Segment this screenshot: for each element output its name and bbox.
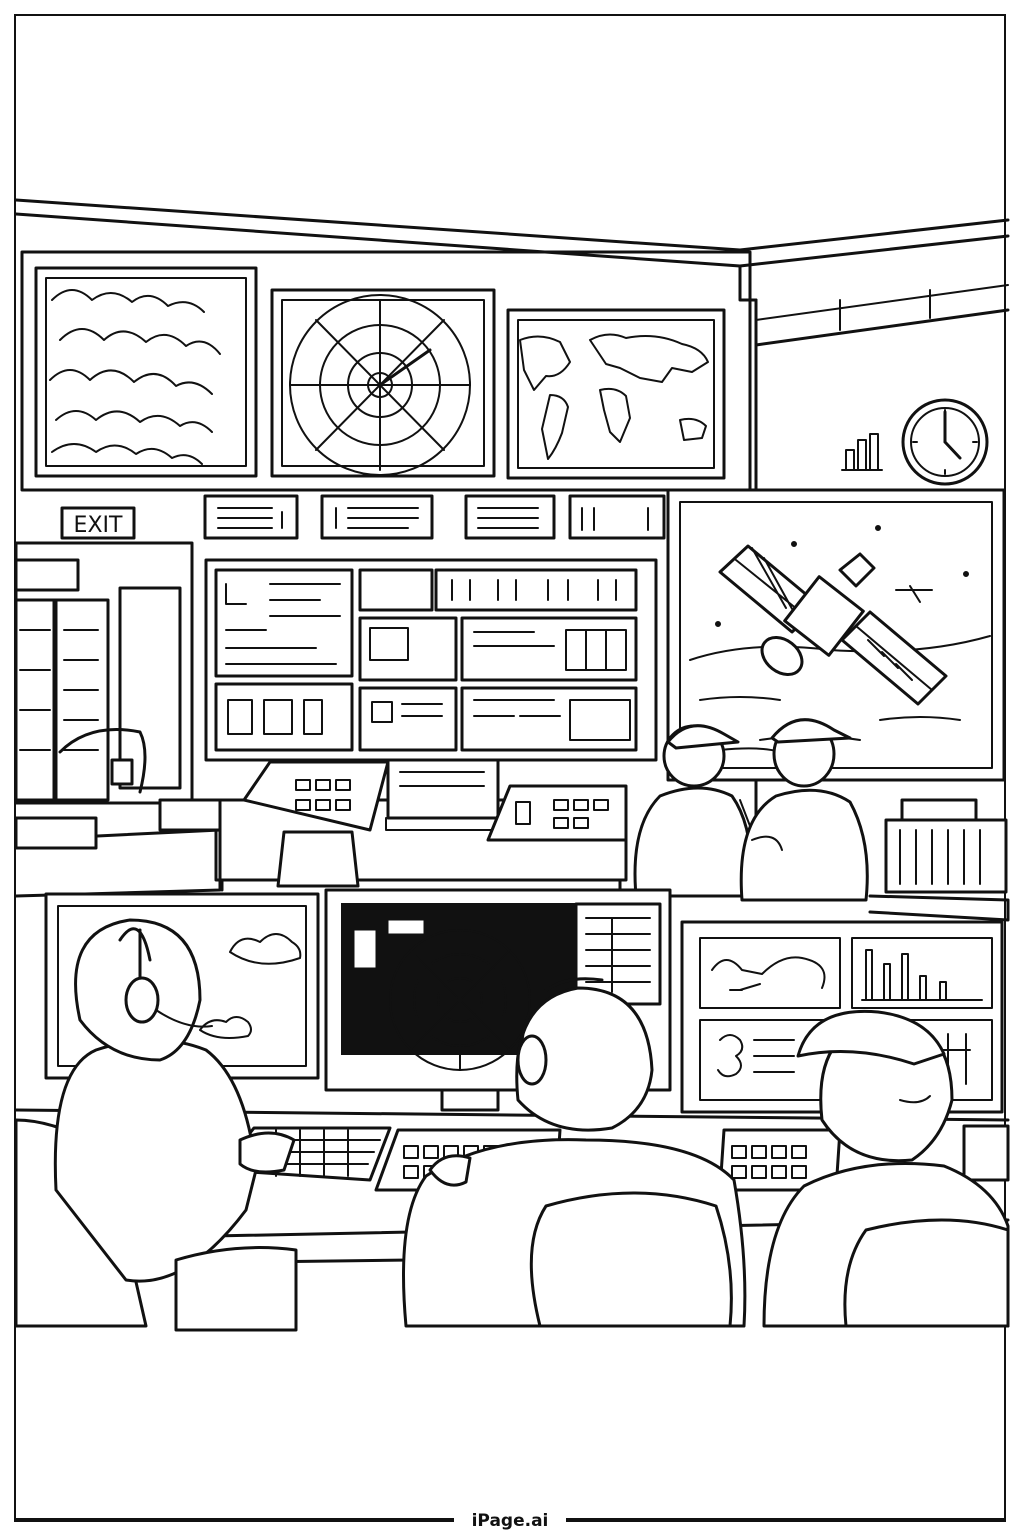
seated-operator-left: [14, 918, 298, 1332]
satellite-display: [666, 488, 1006, 782]
seated-operator-right: [762, 1009, 1010, 1328]
exit-sign-label: EXIT: [74, 513, 123, 538]
exit-door: EXIT: [14, 506, 194, 805]
watermark-bar: iPage.ai: [14, 1508, 1006, 1534]
watermark-label: iPage.ai: [454, 1508, 566, 1534]
seated-operator-center: [402, 977, 747, 1328]
top-monitor-wall: [20, 250, 752, 492]
radar-monitor-top: [270, 288, 496, 478]
satellite-body: [783, 575, 865, 657]
chair-right: [843, 1218, 1010, 1328]
exit-sign: [60, 506, 136, 540]
watermark-rule-right: [566, 1520, 1006, 1522]
middle-consoles: [214, 758, 628, 892]
cloud-monitor: [34, 266, 258, 478]
left-desk: [14, 728, 222, 898]
watermark-rule-left: [14, 1520, 454, 1522]
chart-icon: [841, 433, 883, 471]
equipment-rack: [204, 558, 658, 762]
standing-person-left: [633, 786, 753, 898]
world-map-monitor: [506, 308, 726, 480]
wall-clock: [901, 398, 989, 486]
cap-right: [796, 1009, 946, 1066]
standing-people: [633, 718, 869, 902]
standing-person-right: [739, 788, 869, 902]
right-cabinet: [868, 798, 1010, 922]
chair-center: [529, 1191, 733, 1328]
indicator-panels: [203, 494, 666, 540]
